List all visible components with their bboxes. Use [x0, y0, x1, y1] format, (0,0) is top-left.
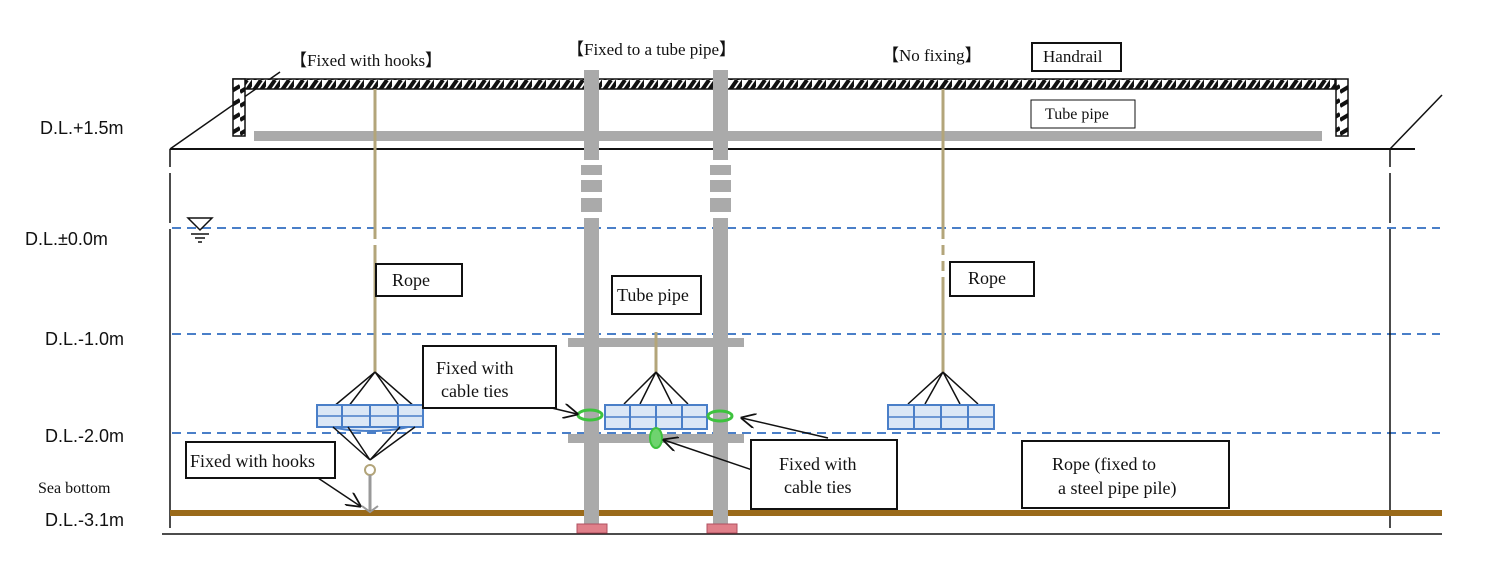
rope-right-box	[949, 261, 1035, 297]
arrow-cable-ties-right-1	[742, 418, 829, 439]
tube-pipe-vertical-left	[581, 70, 602, 524]
cable-ties-left-box	[422, 345, 557, 409]
cable-ties-left-label-2: cable ties	[441, 381, 508, 401]
rope-pile-label-1: Rope (fixed to	[1052, 454, 1156, 475]
cage-right	[887, 371, 995, 430]
cable-ties-left-label-1: Fixed with	[436, 358, 514, 378]
tube-pipe-mid-label: Tube pipe	[617, 285, 689, 305]
handrail-box	[1031, 42, 1122, 72]
cage-left	[316, 371, 424, 514]
cable-tie-center	[649, 427, 663, 449]
base-plate-right	[706, 523, 738, 534]
cable-ties-right-box	[750, 439, 898, 510]
sea-bottom-label: Sea bottom	[38, 480, 111, 497]
rope-left-box	[375, 263, 463, 297]
rope-pile-box	[1021, 440, 1230, 509]
rope-left-label: Rope	[392, 270, 430, 290]
hooks-bottom-box	[185, 441, 336, 479]
cable-ties-right-label-2: cable ties	[784, 477, 851, 497]
tube-pipe-top-box	[1030, 99, 1136, 129]
header-hooks: 【Fixed with hooks】	[290, 51, 442, 70]
hooks-bottom-label: Fixed with hooks	[190, 451, 315, 471]
cable-tie-right	[706, 409, 734, 423]
cable-ties-right-label-1: Fixed with	[779, 454, 857, 474]
level-minus-1: D.L.-1.0m	[45, 329, 124, 349]
header-no-fixing: 【No fixing】	[882, 46, 982, 65]
level-minus-2: D.L.-2.0m	[45, 426, 124, 446]
tube-pipe-mid-box	[611, 275, 702, 315]
level-minus-3-1: D.L.-3.1m	[45, 510, 124, 530]
cage-center	[604, 371, 708, 430]
rope-pile-label-2: a steel pipe pile)	[1058, 478, 1176, 499]
rope-right-label: Rope	[968, 268, 1006, 288]
handrail-post-left	[232, 78, 246, 137]
arrow-hooks	[317, 477, 360, 506]
base-plate-left	[576, 523, 608, 534]
header-tube-pipe: 【Fixed to a tube pipe】	[567, 40, 736, 59]
tube-pipe-top-label: Tube pipe	[1045, 106, 1109, 123]
tube-pipe-horizontal	[254, 131, 1322, 141]
handrail-label: Handrail	[1043, 47, 1103, 66]
water-surface-icon	[186, 217, 214, 243]
handrail-bar	[232, 78, 1336, 90]
right-perspective-line	[1389, 94, 1443, 150]
level-plus-1-5: D.L.+1.5m	[40, 118, 124, 138]
level-zero: D.L.±0.0m	[25, 229, 108, 249]
handrail-post-right	[1335, 78, 1349, 137]
tube-pipe-vertical-right	[710, 70, 731, 524]
